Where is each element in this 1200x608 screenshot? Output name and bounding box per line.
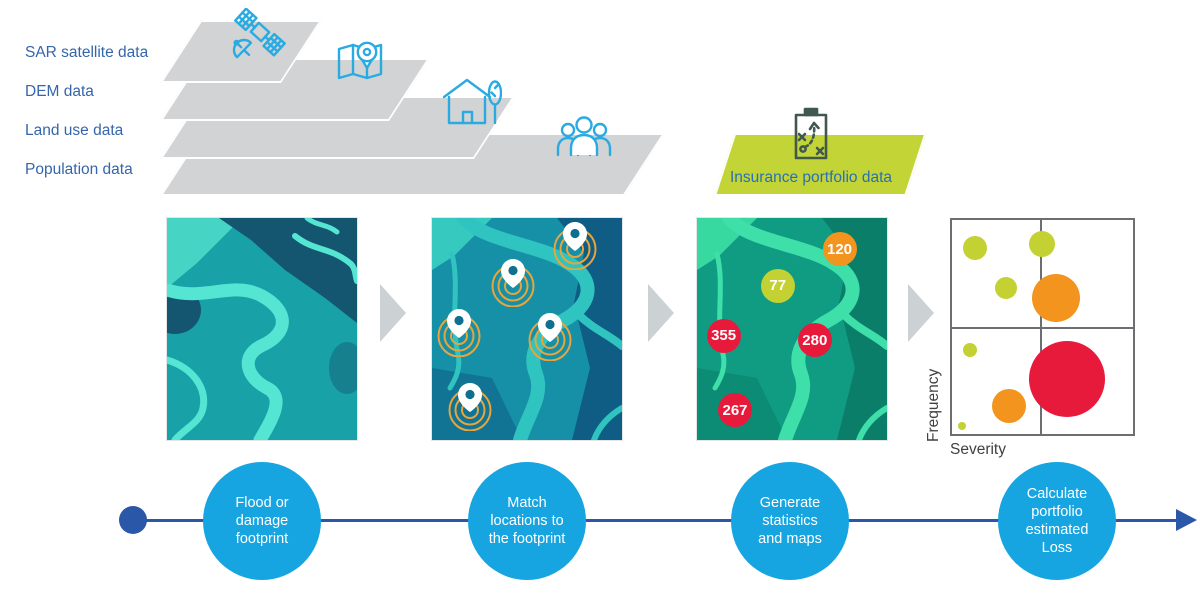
timeline-step-flood-footprint: Flood or damage footprint — [203, 462, 321, 580]
chart-bubble — [1031, 274, 1080, 323]
statistic-badge: 120 — [822, 232, 857, 267]
timeline-arrow-icon — [1176, 509, 1197, 531]
statistic-badge: 355 — [706, 318, 741, 353]
chart-bubble — [962, 342, 977, 357]
location-pin — [490, 253, 536, 312]
flow-arrow-icon — [380, 284, 406, 342]
timeline-step-calculate-loss: Calculate portfolio estimated Loss — [998, 462, 1116, 580]
location-pin — [552, 216, 598, 275]
timeline-line — [133, 519, 1178, 522]
statistic-layer: 120 77 355 280 267 — [697, 218, 887, 440]
x-axis-label: Severity — [950, 441, 1006, 458]
location-pin — [436, 303, 482, 362]
chart-bubble — [957, 422, 966, 430]
timeline-step-match-locations: Match locations to the footprint — [468, 462, 586, 580]
people-icon — [556, 116, 612, 157]
location-pin — [447, 377, 493, 436]
timeline-step-label: Generate statistics and maps — [758, 495, 822, 547]
frequency-severity-chart: Frequency Severity — [925, 218, 1135, 458]
flow-arrow-icon — [648, 284, 674, 342]
matched-locations-image — [431, 217, 623, 441]
statistic-badge: 77 — [760, 268, 795, 303]
timeline-step-generate-statistics: Generate statistics and maps — [731, 462, 849, 580]
pin-layer — [432, 218, 622, 440]
location-pin — [527, 307, 573, 366]
statistic-badge: 280 — [797, 323, 832, 358]
chart-bubble — [1028, 340, 1105, 417]
clipboard-strategy-icon — [794, 107, 828, 160]
folded-map-pin-icon — [337, 41, 383, 80]
layer-label-sar: SAR satellite data — [25, 44, 149, 61]
y-axis-label: Frequency — [925, 368, 942, 442]
timeline-step-label: Calculate portfolio estimated Loss — [1025, 486, 1089, 556]
bubble-layer — [952, 220, 1133, 434]
river-illustration — [167, 218, 357, 440]
house-tree-icon — [442, 78, 502, 125]
timeline-start-dot — [119, 506, 147, 534]
layer-label-dem: DEM data — [25, 83, 94, 100]
statistic-badge: 267 — [718, 393, 752, 428]
chart-bubble — [1028, 230, 1055, 257]
statistics-map-image: 120 77 355 280 267 — [696, 217, 888, 441]
insurance-portfolio-label: Insurance portfolio data — [730, 169, 892, 186]
satellite-icon — [232, 8, 286, 59]
flow-arrow-icon — [908, 284, 934, 342]
quadrant-horizontal-line — [952, 327, 1133, 329]
timeline-step-label: Match locations to the footprint — [488, 495, 566, 547]
flood-footprint-image — [166, 217, 358, 441]
layer-label-population: Population data — [25, 161, 133, 178]
chart-plot-area — [950, 218, 1135, 436]
chart-bubble — [995, 277, 1018, 300]
chart-bubble — [962, 235, 987, 260]
timeline-step-label: Flood or damage footprint — [235, 495, 289, 547]
layer-label-landuse: Land use data — [25, 122, 124, 139]
chart-bubble — [991, 388, 1026, 423]
